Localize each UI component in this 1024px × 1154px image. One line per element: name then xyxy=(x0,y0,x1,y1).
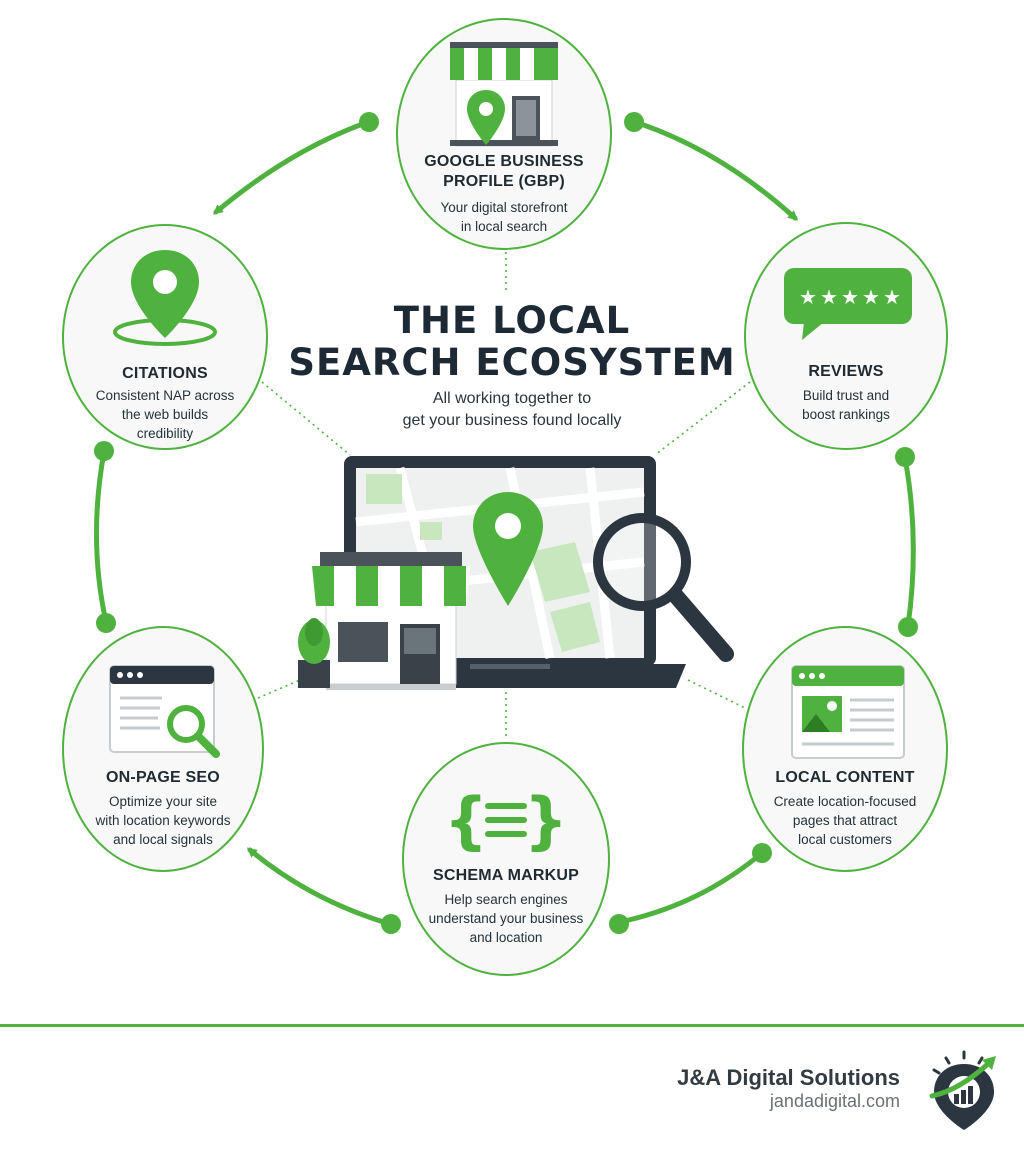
cycle-arrows xyxy=(94,119,916,927)
svg-text:★: ★ xyxy=(862,285,880,309)
star-rating-bubble-icon: ★★★★★ xyxy=(784,268,912,340)
cycle-dots xyxy=(94,112,918,934)
pin-growth-chart-logo-icon xyxy=(929,1050,996,1130)
citations-description: Consistent NAP across the web builds cre… xyxy=(88,386,242,443)
node-local-content: LOCAL CONTENT Create location-focused pa… xyxy=(742,626,948,872)
laptop-map-store-magnifier-icon xyxy=(298,456,734,690)
title-line-2: SEARCH ECOSYSTEM xyxy=(288,341,736,384)
brand-url-link[interactable]: jandadigital.com xyxy=(769,1091,900,1111)
node-schema-markup: { } SCHEMA MARKUP Help search engines un… xyxy=(402,742,610,976)
diagram-subtitle: All working together to get your busines… xyxy=(312,388,712,432)
citations-desc-line-2: the web builds xyxy=(121,407,209,422)
onpage-desc-line-2: with location keywords xyxy=(95,813,231,828)
footer-divider xyxy=(0,1024,1024,1027)
map-pin-icon xyxy=(113,250,217,346)
local-content-desc-line-2: pages that attract xyxy=(792,813,898,828)
title-line-1: THE LOCAL xyxy=(393,299,631,342)
arrow-reviews-to-content xyxy=(902,455,916,629)
arrow-citations-to-gbp xyxy=(212,119,371,215)
svg-text:★: ★ xyxy=(820,285,838,309)
gbp-title-line-2: PROFILE (GBP) xyxy=(443,173,565,190)
onpage-description: Optimize your site with location keyword… xyxy=(88,792,238,849)
svg-text:★: ★ xyxy=(841,285,859,309)
svg-text:}: } xyxy=(524,784,568,857)
schema-desc-line-1: Help search engines xyxy=(444,892,568,907)
schema-description: Help search engines understand your busi… xyxy=(428,890,584,947)
schema-title: SCHEMA MARKUP xyxy=(432,867,579,884)
web-page-image-icon xyxy=(791,665,905,759)
reviews-desc-line-2: boost rankings xyxy=(802,407,890,422)
node-on-page-seo: ON-PAGE SEO Optimize your site with loca… xyxy=(62,626,264,872)
citations-desc-line-1: Consistent NAP across xyxy=(95,388,235,403)
local-content-title: LOCAL CONTENT xyxy=(775,769,915,786)
arrow-gbp-to-reviews xyxy=(632,119,798,221)
browser-magnifier-icon xyxy=(109,665,220,758)
node-citations: CITATIONS Consistent NAP across the web … xyxy=(62,224,268,450)
citations-title: CITATIONS xyxy=(122,365,208,382)
reviews-description: Build trust and boost rankings xyxy=(770,386,922,424)
citations-desc-line-3: credibility xyxy=(136,426,194,441)
schema-desc-line-3: and location xyxy=(469,930,543,945)
dotted-spokes xyxy=(257,252,751,740)
storefront-pin-icon xyxy=(450,42,558,147)
gbp-desc-line-2: in local search xyxy=(460,219,548,234)
local-content-desc-line-3: local customers xyxy=(798,832,892,847)
gbp-desc-line-1: Your digital storefront xyxy=(440,200,568,215)
subtitle-line-1: All working together to xyxy=(432,390,592,407)
reviews-desc-line-1: Build trust and xyxy=(802,388,890,403)
code-braces-icon: { } xyxy=(444,784,568,857)
node-reviews: ★★★★★ REVIEWS Build trust and boost rank… xyxy=(744,222,948,450)
gbp-title: GOOGLE BUSINESS PROFILE (GBP) xyxy=(398,152,610,192)
svg-text:{: { xyxy=(444,784,488,857)
reviews-title: REVIEWS xyxy=(808,363,884,380)
gbp-title-line-1: GOOGLE BUSINESS xyxy=(424,153,584,170)
node-google-business-profile: GOOGLE BUSINESS PROFILE (GBP) Your digit… xyxy=(396,18,612,250)
arrow-schema-to-onpage xyxy=(246,847,393,927)
svg-text:★: ★ xyxy=(883,285,901,309)
subtitle-line-2: get your business found locally xyxy=(402,412,622,429)
onpage-desc-line-3: and local signals xyxy=(113,832,213,847)
onpage-title: ON-PAGE SEO xyxy=(106,769,220,786)
svg-text:★: ★ xyxy=(799,285,817,309)
onpage-desc-line-1: Optimize your site xyxy=(108,794,217,809)
local-content-description: Create location-focused pages that attra… xyxy=(768,792,922,849)
arrow-onpage-to-citations xyxy=(94,449,109,625)
brand-name[interactable]: J&A Digital Solutions xyxy=(677,1065,900,1090)
diagram-title: THE LOCAL SEARCH ECOSYSTEM xyxy=(262,300,762,384)
schema-desc-line-2: understand your business xyxy=(428,911,584,926)
local-content-desc-line-1: Create location-focused xyxy=(773,794,917,809)
gbp-description: Your digital storefront in local search xyxy=(423,198,584,236)
arrow-content-to-schema xyxy=(617,850,765,925)
